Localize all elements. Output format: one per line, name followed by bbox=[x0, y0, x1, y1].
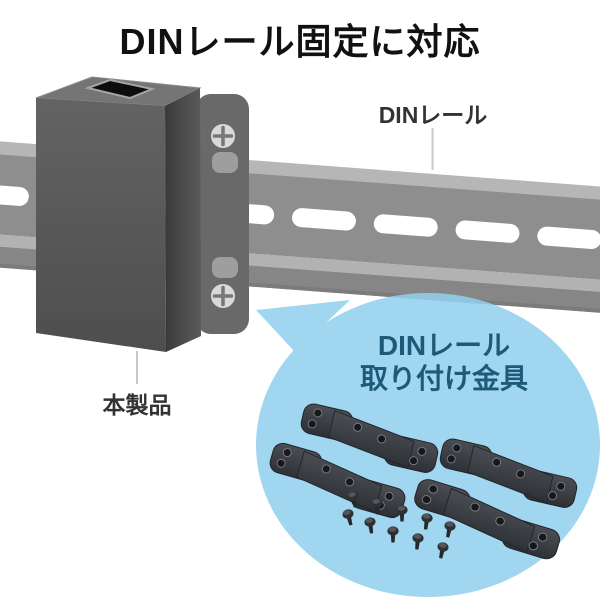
page-title: DINレール固定に対応 bbox=[119, 21, 481, 62]
product-box bbox=[35, 76, 202, 352]
phillips-screw-icon bbox=[209, 282, 237, 310]
bracket-slot bbox=[212, 152, 238, 173]
phillips-screw-icon bbox=[209, 122, 237, 150]
product-label: 本製品 bbox=[102, 392, 172, 418]
bracket-slot bbox=[212, 257, 238, 278]
mounting-bracket bbox=[196, 94, 249, 334]
callout-line2: 取り付け金具 bbox=[359, 363, 528, 395]
callout-line1: DINレール bbox=[377, 330, 511, 361]
rail-label: DINレール bbox=[378, 102, 488, 128]
top-port bbox=[84, 78, 156, 100]
callout-title: DINレール 取り付け金具 bbox=[294, 329, 594, 395]
